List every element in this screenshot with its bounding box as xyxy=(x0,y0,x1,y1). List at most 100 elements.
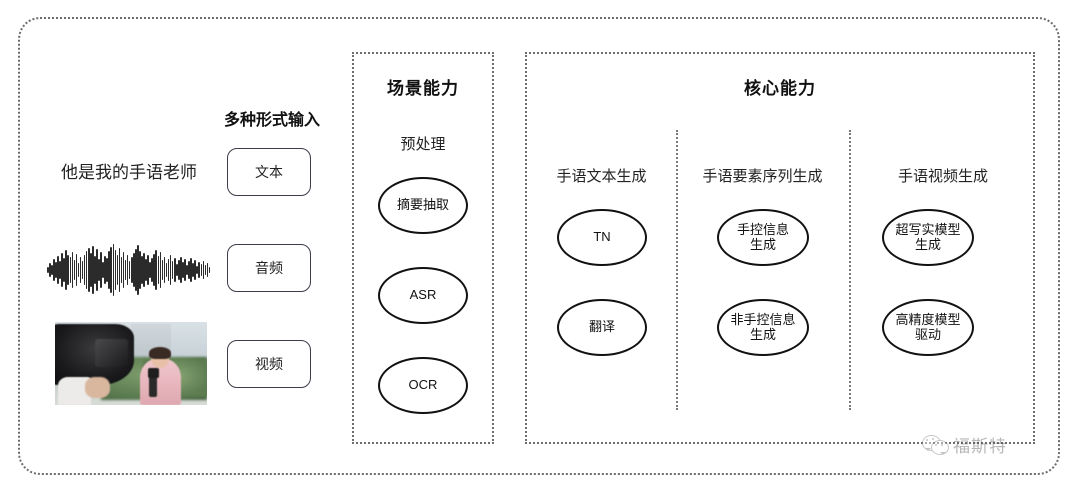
scene-group-label: 预处理 xyxy=(400,136,446,153)
sample-text-label: 他是我的手语老师 xyxy=(61,163,197,182)
waveform-bar xyxy=(137,245,139,295)
waveform-bar xyxy=(122,252,125,288)
waveform-bar xyxy=(186,265,188,275)
waveform-bar xyxy=(141,256,143,284)
node-label-line2: 生成 xyxy=(914,236,941,252)
core-column-label-video-generation: 手语视频生成 xyxy=(897,168,988,185)
node-asr[interactable]: ASR xyxy=(378,267,468,324)
node-label-line2: 生成 xyxy=(749,236,776,252)
waveform-bar xyxy=(94,256,96,284)
audio-waveform-icon xyxy=(47,240,211,300)
waveform-bar xyxy=(98,259,100,281)
waveform-bar xyxy=(184,259,186,281)
waveform-bar xyxy=(59,261,61,279)
waveform-bar xyxy=(83,255,86,285)
thumb-microphone-head xyxy=(147,367,160,379)
waveform-bar xyxy=(157,256,160,284)
waveform-bar xyxy=(147,255,149,285)
node-photoreal-model-generation[interactable]: 超写实模型 生成 xyxy=(882,209,974,266)
modality-button-audio[interactable]: 音频 xyxy=(227,244,311,292)
core-divider-2 xyxy=(849,130,851,410)
wechat-icon xyxy=(922,435,949,455)
waveform-bar xyxy=(200,264,203,276)
waveform-bar xyxy=(63,258,65,282)
core-divider-1 xyxy=(676,130,678,410)
thumb-operator-hand xyxy=(85,376,110,399)
waveform-bar xyxy=(145,259,147,281)
waveform-bar xyxy=(116,255,119,285)
waveform-bar xyxy=(65,250,68,290)
waveform-bar xyxy=(112,244,115,296)
scene-panel-title: 场景能力 xyxy=(387,79,459,98)
core-column-label-text-generation: 手语文本生成 xyxy=(556,168,647,185)
node-high-precision-model-driving[interactable]: 高精度模型 驱动 xyxy=(882,299,974,356)
waveform-bar xyxy=(155,250,158,290)
video-thumbnail-icon xyxy=(55,322,207,405)
waveform-bar xyxy=(118,248,121,292)
waveform-bar xyxy=(96,249,98,291)
waveform-bar xyxy=(163,257,166,283)
modality-button-video[interactable]: 视频 xyxy=(227,340,311,388)
waveform-bar xyxy=(188,261,190,279)
waveform-bar xyxy=(198,262,201,278)
outer-frame xyxy=(18,17,1060,475)
waveform-bar xyxy=(159,252,162,288)
waveform-bar xyxy=(178,260,180,280)
node-manual-info-generation[interactable]: 手控信息 生成 xyxy=(717,209,809,266)
waveform-bar xyxy=(89,253,92,287)
node-label: 翻译 xyxy=(588,319,615,335)
waveform-bar xyxy=(79,257,82,283)
node-label: 摘要抽取 xyxy=(396,197,449,213)
waveform-bar xyxy=(47,267,49,273)
node-label: OCR xyxy=(408,377,438,393)
core-capability-panel: 核心能力 手语文本生成 TN 翻译 手语要素序列生成 手控信息 生成 非手控信息… xyxy=(525,52,1035,444)
waveform-bar xyxy=(124,260,127,280)
waveform-bar xyxy=(102,262,104,278)
waveform-bar xyxy=(55,262,57,278)
node-label: ASR xyxy=(409,287,437,303)
waveform-bar xyxy=(92,246,94,294)
node-label-line1: 高精度模型 xyxy=(895,311,961,327)
waveform-bar xyxy=(202,261,205,279)
node-translation[interactable]: 翻译 xyxy=(557,299,647,356)
waveform-bar xyxy=(85,251,88,289)
watermark: 福斯特 xyxy=(922,432,1007,457)
waveform-bar xyxy=(71,252,74,288)
waveform-bar xyxy=(128,261,131,279)
waveform-bar xyxy=(143,253,145,287)
node-label-line1: 超写实模型 xyxy=(895,221,961,237)
waveform-bar xyxy=(190,258,192,282)
waveform-bar xyxy=(77,263,80,277)
waveform-bar xyxy=(104,256,106,284)
waveform-bar xyxy=(192,263,194,277)
waveform-bar xyxy=(106,258,108,282)
waveform-bar xyxy=(51,265,53,275)
waveform-bar xyxy=(132,253,135,287)
modality-label: 视频 xyxy=(255,356,283,372)
node-label: TN xyxy=(593,229,611,245)
node-tn[interactable]: TN xyxy=(557,209,647,266)
waveform-bar xyxy=(69,257,72,283)
node-label-line2: 生成 xyxy=(749,326,776,342)
waveform-bar xyxy=(173,258,176,282)
thumb-reporter-hair xyxy=(149,346,171,359)
waveform-bar xyxy=(57,256,59,284)
thumb-microphone xyxy=(149,375,157,397)
node-non-manual-info-generation[interactable]: 非手控信息 生成 xyxy=(717,299,809,356)
node-label-line1: 手控信息 xyxy=(736,221,789,237)
node-ocr[interactable]: OCR xyxy=(378,357,468,414)
waveform-bar xyxy=(151,258,153,282)
modality-button-text[interactable]: 文本 xyxy=(227,148,311,196)
waveform-bar xyxy=(110,247,113,293)
waveform-bar xyxy=(61,253,63,287)
waveform-bar xyxy=(126,255,129,285)
waveform-bar xyxy=(169,255,172,285)
waveform-bar xyxy=(167,259,170,281)
waveform-bar xyxy=(120,257,123,283)
node-summary-extraction[interactable]: 摘要抽取 xyxy=(378,177,468,234)
node-label-line1: 非手控信息 xyxy=(730,311,796,327)
waveform-bar xyxy=(139,251,141,289)
waveform-bar xyxy=(135,249,137,291)
core-panel-title: 核心能力 xyxy=(744,79,816,98)
